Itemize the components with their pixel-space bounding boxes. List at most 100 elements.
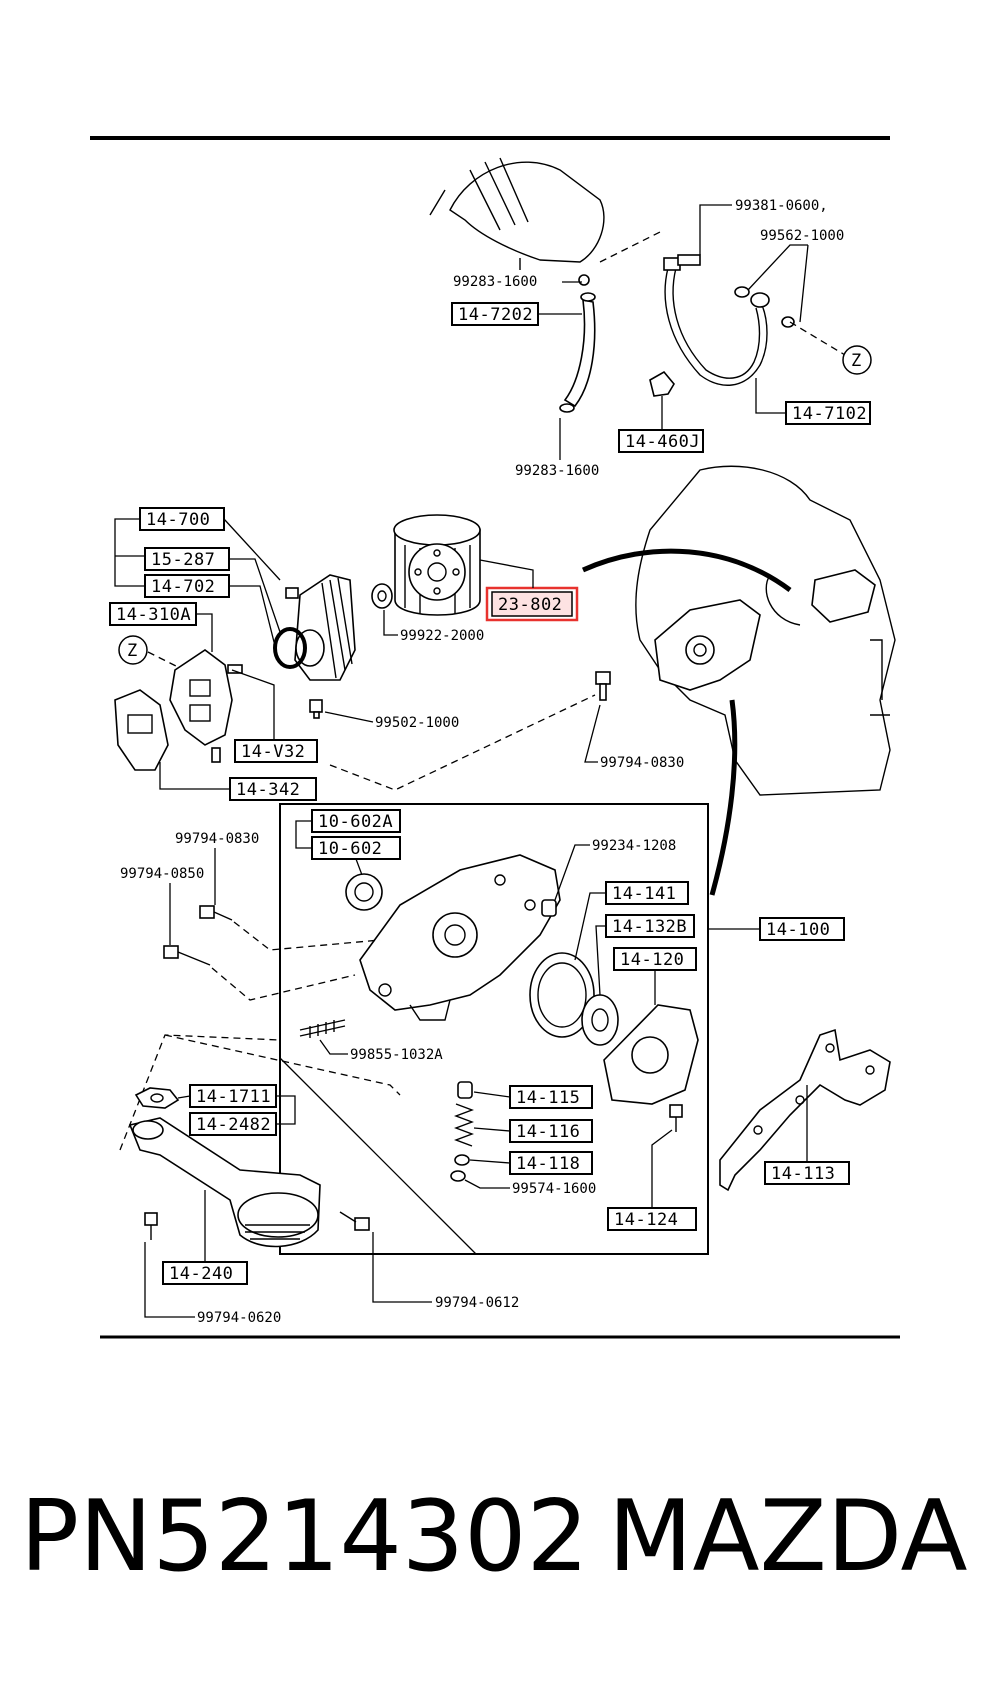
engine-block-top-sketch: [429, 157, 605, 270]
leader-23-802: [479, 559, 534, 588]
pin-99234: [541, 899, 557, 917]
leader-99794-0830-right: [584, 704, 601, 763]
label-14-115: 14-115: [516, 1088, 580, 1108]
gasket-14-1711: [134, 1087, 180, 1109]
label-99794-0850: 99794-0850: [120, 866, 204, 882]
label-14-120: 14-120: [620, 950, 684, 970]
oil-filter-23-802: [393, 514, 481, 616]
leader-z-left-dashed: [147, 651, 181, 669]
leader-99922: [383, 610, 398, 636]
leader-14-115: [473, 1091, 511, 1098]
leader-14-141: [574, 892, 606, 961]
bolt-99794-0612: [339, 1211, 370, 1231]
strainer-outline-dashed: [119, 1034, 401, 1151]
label-10-602: 10-602: [318, 839, 382, 859]
marker-z-top: [842, 345, 872, 375]
leader-14-116: [473, 1127, 511, 1132]
label-14-1711: 14-1711: [196, 1087, 271, 1107]
label-14-141: 14-141: [612, 884, 676, 904]
leader-pipe-z-dashed: [789, 321, 846, 356]
leader-bolts-dashed: [211, 921, 381, 1001]
label-15-287: 15-287: [151, 550, 215, 570]
marker-z-left: [118, 635, 148, 665]
label-99922-2000: 99922-2000: [400, 628, 484, 644]
label-14-702: 14-702: [151, 577, 215, 597]
label-99502-1000: 99502-1000: [375, 715, 459, 731]
box-diagonal-left: [279, 1057, 477, 1255]
bolt-99794-0830-left: [199, 905, 233, 921]
label-14-v32: 14-V32: [241, 742, 305, 762]
label-14-7102: 14-7102: [792, 404, 867, 424]
sensor-small-view: [765, 569, 876, 626]
part-number-text: PN5214302: [20, 1480, 589, 1594]
sensor-14-v32: [211, 747, 221, 763]
oil-cooler-bracket: [169, 649, 243, 746]
engine-outline: [635, 465, 896, 796]
gasket-14-342: [114, 689, 169, 771]
label-14-310a: 14-310A: [116, 605, 191, 625]
plug-99574: [450, 1170, 466, 1182]
label-99283-1600-bottom: 99283-1600: [515, 463, 599, 479]
arrow-curve-filter-to-engine: [581, 548, 792, 593]
bolt-99794-0830-right: [595, 671, 611, 701]
leader-99234: [554, 844, 590, 901]
leader-14-118: [469, 1159, 511, 1164]
oil-seal-10-602: [345, 873, 383, 911]
leader-14-124: [651, 1129, 673, 1208]
label-14-460j: 14-460J: [625, 432, 700, 452]
leader-14-310a: [196, 613, 213, 652]
leader-14-702: [229, 585, 277, 651]
oil-hose-14-7202: [559, 274, 596, 413]
leader-14-v32: [231, 669, 275, 740]
bolt-14-124: [669, 1104, 683, 1132]
leader-99562: [747, 244, 809, 323]
plunger-14-115: [457, 1081, 473, 1099]
spring-14-116: [454, 1103, 474, 1147]
leader-14-132b: [595, 925, 606, 996]
label-14-2482: 14-2482: [196, 1115, 271, 1135]
label-14-132b: 14-132B: [612, 917, 687, 937]
label-10-602a: 10-602A: [318, 812, 393, 832]
label-99794-0830-left: 99794-0830: [175, 831, 259, 847]
brand-text: MAZDA: [608, 1480, 968, 1594]
label-99794-0612: 99794-0612: [435, 1295, 519, 1311]
label-99574-1600: 99574-1600: [512, 1181, 596, 1197]
washer-14-118: [454, 1154, 470, 1166]
leader-14-2482-group: [276, 1095, 296, 1125]
leader-99574: [464, 1179, 510, 1189]
label-14-700: 14-700: [146, 510, 210, 530]
label-14-124: 14-124: [614, 1210, 678, 1230]
label-14-118: 14-118: [516, 1154, 580, 1174]
leader-14-7102: [755, 378, 786, 414]
plug-99502: [309, 699, 323, 719]
oil-pump-assy-box-14-100: [279, 803, 709, 1255]
stud-99855: [299, 1019, 346, 1038]
footer-caption: PN5214302 MAZDA: [20, 1480, 980, 1594]
highlight-box-23-802: [485, 586, 579, 622]
leader-14-342: [159, 762, 230, 790]
bolt-99794-0620: [144, 1212, 158, 1240]
leader-hose-dashed: [599, 231, 661, 263]
label-14-7202: 14-7202: [458, 305, 533, 325]
label-14-342: 14-342: [236, 780, 300, 800]
label-99562-1000: 99562-1000: [760, 228, 844, 244]
bolt-99794-0850: [163, 945, 211, 966]
leader-99502: [324, 711, 374, 723]
label-14-240: 14-240: [169, 1264, 233, 1284]
box-14-v32: [234, 739, 318, 763]
nut-99922: [371, 583, 393, 609]
cover-14-120: [603, 1004, 699, 1105]
label-99855-1032a: 99855-1032A: [350, 1047, 443, 1063]
label-14-113: 14-113: [771, 1164, 835, 1184]
label-z-left: Z: [127, 641, 137, 661]
outer-rotor-14-141: [529, 952, 595, 1038]
oil-pump-assy-small-view: [654, 599, 761, 691]
label-99794-0620: 99794-0620: [197, 1310, 281, 1326]
leader-99381: [699, 204, 732, 255]
leader-99855: [319, 1039, 348, 1055]
label-z-top: Z: [851, 351, 861, 371]
leader-99794-0612: [372, 1232, 432, 1303]
arrow-curve-pump-to-engine: [709, 699, 738, 896]
oil-pipe-14-7102: [663, 254, 795, 386]
